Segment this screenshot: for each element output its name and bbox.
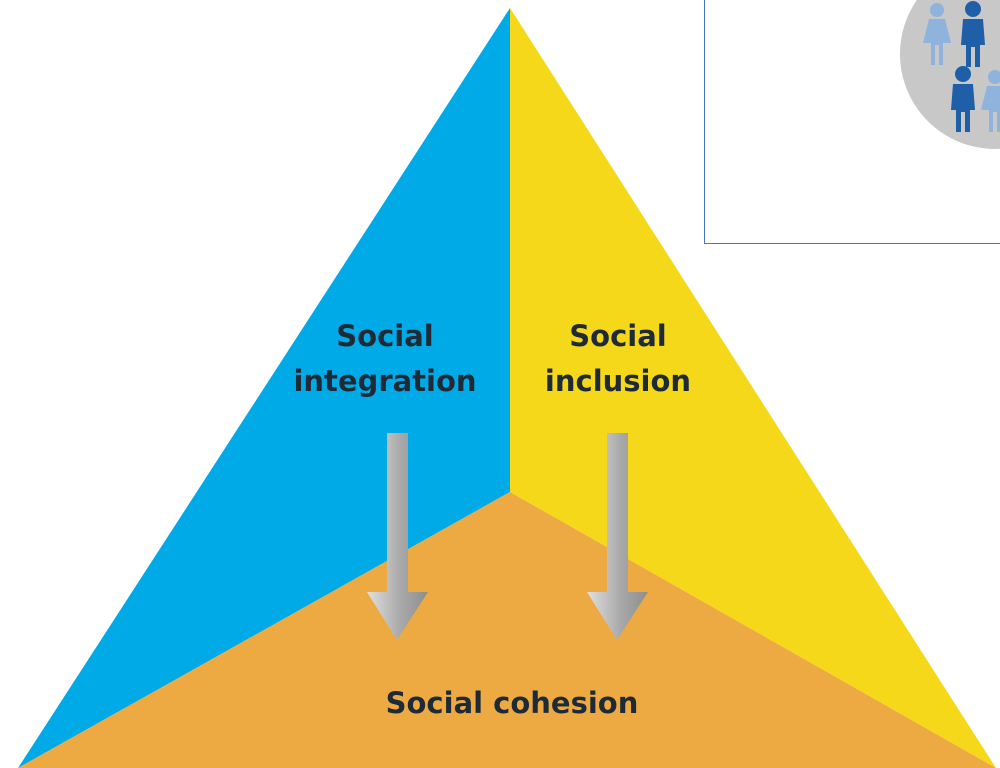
- inclusion-label-line1: Social: [569, 319, 666, 353]
- integration-region: [18, 8, 510, 768]
- integration-label-line2: integration: [293, 364, 476, 398]
- person-male-icon: [951, 66, 975, 132]
- cohesion-label: Social cohesion: [386, 686, 639, 720]
- integration-label-line1: Social: [336, 319, 433, 353]
- people-group-icon: [900, 0, 1000, 149]
- person-male-icon: [961, 1, 985, 67]
- person-female-icon: [981, 70, 1000, 132]
- inclusion-label-line2: inclusion: [545, 364, 691, 398]
- cohesion-region: [18, 492, 996, 768]
- inset-panel: [704, 0, 1000, 244]
- inclusion-arrow: [587, 433, 648, 640]
- person-female-icon: [923, 3, 951, 65]
- integration-arrow: [367, 433, 428, 640]
- inclusion-region: [510, 8, 996, 768]
